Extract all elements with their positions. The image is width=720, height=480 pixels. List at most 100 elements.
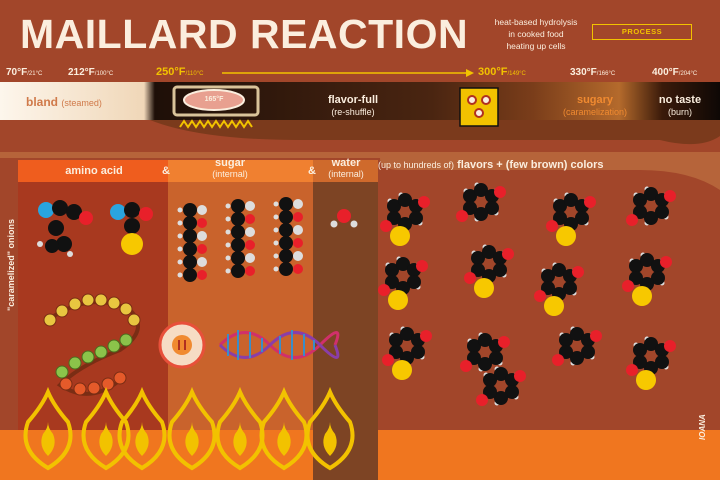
atom: [183, 216, 197, 230]
atom: [633, 193, 647, 207]
atom: [651, 271, 665, 285]
atom: [541, 281, 555, 295]
atom: [273, 201, 279, 207]
atom: [546, 220, 558, 232]
atom: [183, 203, 197, 217]
atom: [590, 330, 602, 342]
atom: [471, 263, 485, 277]
atom: [378, 284, 390, 296]
atom: [293, 225, 303, 235]
atom: [553, 199, 567, 213]
atom: [197, 270, 207, 280]
shelf-shape: [0, 152, 720, 190]
atom: [124, 218, 140, 234]
atom: [483, 385, 497, 399]
atom: [337, 209, 351, 223]
atom: [622, 280, 634, 292]
flame-icon: [81, 386, 131, 471]
atom: [584, 196, 596, 208]
atom: [655, 355, 669, 369]
atom: [385, 263, 399, 277]
atom: [79, 211, 93, 225]
atom: [245, 266, 255, 276]
atom: [483, 373, 497, 387]
column-amino-acid: amino acid: [65, 165, 123, 177]
atom: [387, 211, 401, 225]
atom: [183, 255, 197, 269]
atom: [474, 183, 488, 197]
atom: [245, 214, 255, 224]
ampersand-2: &: [308, 165, 316, 177]
atom: [563, 281, 577, 295]
atom: [225, 255, 231, 261]
atom: [396, 257, 410, 271]
atom: [139, 207, 153, 221]
flames-row: [23, 386, 355, 471]
stage-no-taste: no taste(burn): [658, 94, 702, 117]
atom: [273, 266, 279, 272]
atom: [279, 223, 293, 237]
atom: [48, 220, 64, 236]
atom: [644, 337, 658, 351]
atom: [177, 233, 183, 239]
ampersand-1: &: [162, 165, 170, 177]
temp-400f: 400°F/204°C: [652, 67, 698, 78]
atom: [456, 210, 468, 222]
atom: [197, 218, 207, 228]
atom: [183, 242, 197, 256]
atom: [121, 233, 143, 255]
atom: [478, 333, 492, 347]
atom: [640, 253, 654, 267]
atom: [633, 205, 647, 219]
atom: [570, 327, 584, 341]
flame-icon: [117, 386, 167, 471]
atom: [245, 240, 255, 250]
atom: [464, 272, 476, 284]
atom: [498, 336, 510, 348]
atom: [225, 242, 231, 248]
atom: [183, 229, 197, 243]
atom: [418, 196, 430, 208]
atom: [380, 220, 392, 232]
stage-bland: bland (steamed): [26, 95, 102, 109]
atom: [502, 248, 514, 260]
oven-icon: [459, 87, 499, 127]
atom: [279, 236, 293, 250]
atom: [231, 264, 245, 278]
atom: [245, 201, 255, 211]
brand-logo: IOANA: [698, 414, 707, 440]
atom: [279, 262, 293, 276]
atom: [644, 187, 658, 201]
temp-330f: 330°F/166°C: [570, 67, 616, 78]
atom: [476, 394, 488, 406]
temp-250f: 250°F/110°C: [156, 66, 204, 78]
atom: [177, 272, 183, 278]
atom: [385, 275, 399, 289]
atom: [553, 211, 567, 225]
pan-icon: [172, 85, 260, 129]
atom: [293, 199, 303, 209]
atom: [231, 199, 245, 213]
atom: [407, 275, 421, 289]
atom: [388, 290, 408, 310]
atom: [467, 339, 481, 353]
atom: [273, 214, 279, 220]
atom: [350, 220, 358, 228]
atom: [505, 385, 519, 399]
atom: [225, 216, 231, 222]
atom: [389, 345, 403, 359]
atom: [273, 240, 279, 246]
atom: [559, 333, 573, 347]
atom: [409, 211, 423, 225]
amino-header-bar: [18, 160, 168, 182]
atom: [494, 367, 508, 381]
atom: [572, 266, 584, 278]
atom: [636, 370, 656, 390]
atom: [474, 207, 488, 221]
column-water: water(internal): [328, 157, 364, 180]
atom: [575, 211, 589, 225]
temp-70f: 70°F/21°C: [6, 67, 43, 78]
atom: [664, 340, 676, 352]
process-badge: PROCESS: [592, 24, 692, 40]
atom: [463, 189, 477, 203]
